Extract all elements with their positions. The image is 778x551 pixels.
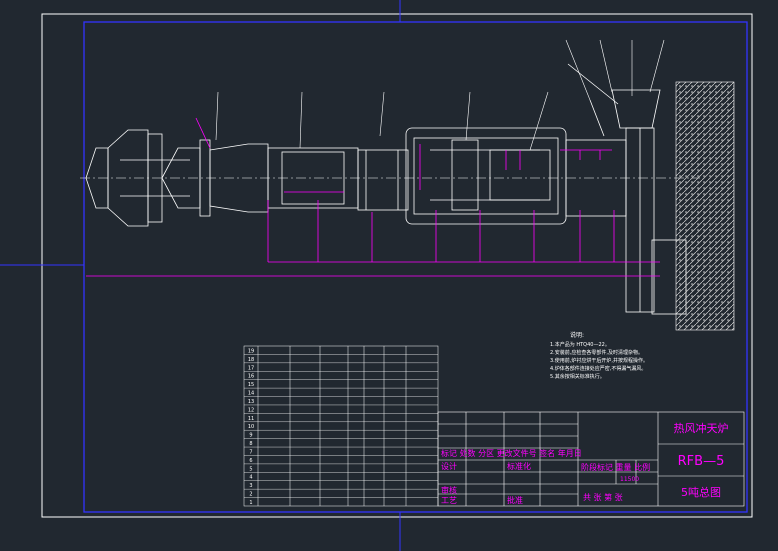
notes-heading: 说明:: [570, 331, 584, 339]
bom-row-number: 9: [249, 433, 252, 439]
bom-rows: 19 18 17 16 15 14 13 12 11 10 9 8 7 6 5 4 3 2 1: [244, 348, 438, 506]
bom-row-number: 5: [249, 466, 252, 472]
bom-table: [243, 345, 439, 507]
revision-header: 标记 处数 分区 更改文件号 签名 年月日: [441, 448, 582, 458]
bom-row-number: 13: [248, 399, 254, 405]
drawing-code: 11500: [620, 476, 639, 483]
std-label: 标准化: [507, 461, 531, 471]
bom-row-number: 2: [249, 492, 252, 498]
heat-exchanger: [405, 127, 567, 225]
bom-row-number: 16: [248, 374, 254, 380]
bom-row-number: 4: [249, 475, 252, 481]
bom-row-number: 11: [248, 416, 254, 422]
bom-row-number: 6: [249, 458, 252, 464]
model-number: RFB—5: [678, 454, 725, 469]
bom-row-number: 14: [248, 391, 254, 397]
notes-line: 2.安装前,应检查各零部件,及时清理杂物。: [550, 349, 643, 356]
part-leaders: [215, 39, 665, 151]
title-block-grid: [437, 411, 745, 507]
bom-row-number: 10: [248, 424, 254, 430]
stage-header: 阶段标记 重量 比例: [581, 462, 650, 472]
furnace-column: [565, 63, 687, 315]
review-label: 审核: [441, 485, 457, 495]
bom-row-number: 3: [249, 483, 252, 489]
approve-label: 批准: [507, 495, 523, 505]
bom-row-number: 1: [249, 500, 252, 506]
outer-frame: [41, 13, 753, 518]
dimension-lines: [86, 117, 660, 277]
notes-line: 4.炉体各部件连接处应严密,不得漏气漏风。: [550, 365, 646, 372]
bom-row-number: 15: [248, 382, 254, 388]
product-name: 热风冲天炉: [674, 421, 729, 435]
bom-row-number: 8: [249, 441, 252, 447]
notes-line: 1.本产品为 HTQ40—22。: [550, 341, 610, 348]
technical-notes: 说明: 1.本产品为 HTQ40—22。 2.安装前,应检查各零部件,及时清理杂…: [550, 331, 648, 380]
notes-line: 3.使用前,炉衬应烘干后开炉,并按规程操作。: [550, 357, 648, 364]
bom-row-number: 12: [248, 407, 254, 413]
main-duct: [267, 147, 409, 211]
bom-row-number: 18: [248, 357, 254, 363]
design-label: 设计: [441, 461, 457, 471]
bom-row-number: 19: [248, 348, 254, 354]
drawing-name: 5吨总图: [681, 485, 721, 499]
inner-border: [83, 21, 748, 513]
bom-row-number: 17: [248, 365, 254, 371]
sheet-count: 共 张 第 张: [583, 492, 623, 502]
process-label: 工艺: [441, 496, 457, 505]
notes-line: 5.其余按相关标准执行。: [550, 373, 605, 380]
bom-row-number: 7: [249, 449, 252, 455]
brick-wall: [675, 81, 735, 331]
